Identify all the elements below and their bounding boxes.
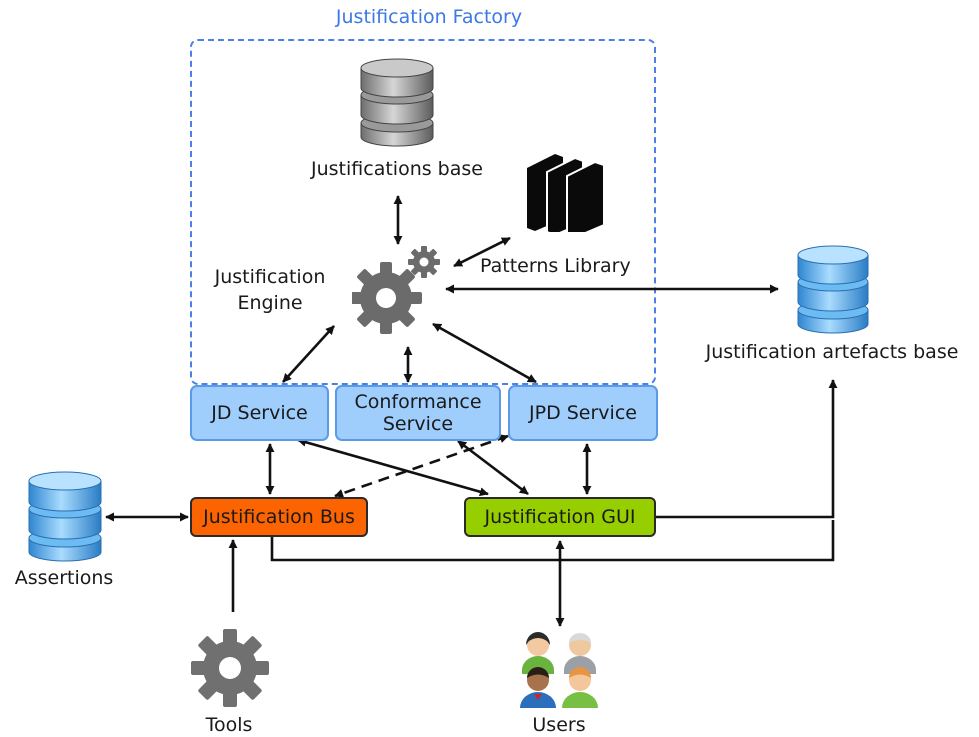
justification-bus-label: Justification Bus [203, 506, 355, 528]
assertions-database-icon [28, 471, 102, 562]
justifications-base-label: Justifications base [311, 158, 483, 180]
users-group-icon [520, 632, 598, 708]
conformance-service-label-line2: Service [382, 413, 454, 435]
justification-gui-label: Justification GUI [484, 506, 636, 528]
link-gui-artefacts [656, 379, 838, 519]
tools-label: Tools [205, 714, 253, 736]
tools-gear-icon [191, 629, 269, 707]
justification-bus-box[interactable]: Justification Bus [190, 497, 368, 537]
justification-engine-label-line1: Justification [214, 266, 326, 288]
assertions-label: Assertions [14, 567, 114, 589]
jd-service-label: JD Service [211, 402, 308, 424]
artefacts-base-label: Justification artefacts base [705, 341, 959, 363]
justification-factory-boundary [190, 39, 656, 385]
link-jpd-bus-dashed [334, 434, 509, 498]
artefacts-base-database-icon [797, 245, 869, 334]
link-engine-jd [282, 325, 335, 383]
factory-title: Justification Factory [335, 6, 523, 28]
patterns-library-label: Patterns Library [480, 255, 631, 277]
justifications-base-database-icon [360, 58, 434, 147]
justification-gui-box[interactable]: Justification GUI [464, 497, 656, 537]
conformance-service-box[interactable]: Conformance Service [335, 385, 501, 441]
conformance-service-label-line1: Conformance [354, 391, 482, 413]
patterns-library-books-icon [527, 154, 605, 232]
justification-engine-label-line2: Engine [237, 292, 303, 314]
link-engine-jpd [432, 322, 537, 384]
justification-engine-gear-icon [352, 246, 440, 334]
jpd-service-box[interactable]: JPD Service [508, 385, 658, 441]
jd-service-box[interactable]: JD Service [190, 385, 329, 441]
link-jd-gui [297, 437, 489, 497]
users-label: Users [532, 714, 586, 736]
jpd-service-label: JPD Service [529, 402, 637, 424]
link-engine-patterns [453, 236, 511, 268]
link-bus-artefacts [270, 520, 835, 562]
